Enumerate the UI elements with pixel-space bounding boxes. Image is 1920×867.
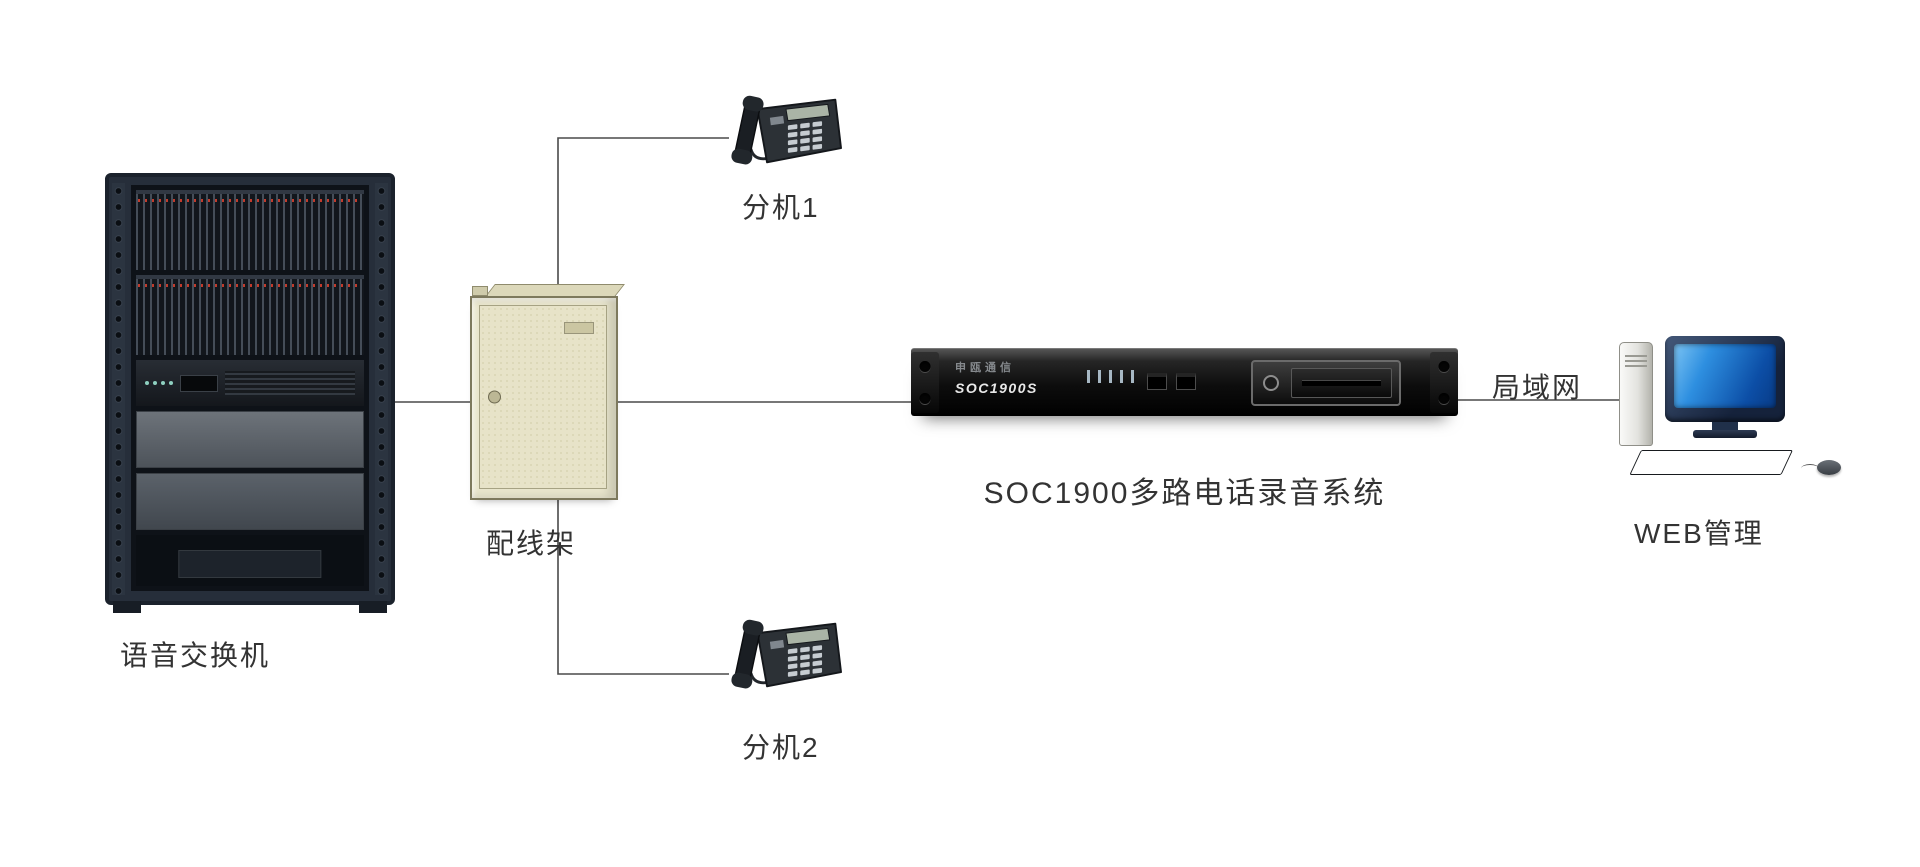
rack-foot-left: [113, 601, 141, 613]
cabinet-door: [479, 305, 607, 489]
drive-tray-lock: [1263, 375, 1279, 391]
rack-control-unit: [136, 360, 364, 406]
rack-card-shelf-2: [136, 275, 364, 355]
recorder-unit-graphic: 申瓯通信 SOC1900S: [911, 348, 1458, 416]
rack-bottom-bay: [136, 535, 364, 586]
recorder-brand-text: 申瓯通信: [955, 362, 1015, 374]
recorder-led-indicators: [1087, 370, 1134, 383]
link-patchpanel-extension2: [557, 500, 729, 675]
ethernet-port-icon: [1176, 373, 1196, 390]
rack-card-shelf-1: [136, 190, 364, 270]
monitor-stand: [1712, 422, 1738, 430]
extension2-phone-icon: [729, 618, 843, 692]
cabinet-lock: [488, 390, 501, 404]
rack-blank-panel-2: [136, 473, 364, 530]
pc-mouse: [1801, 460, 1841, 475]
recorder-mount-ear-left: [911, 352, 939, 413]
recorder-mount-ear-right: [1430, 352, 1458, 413]
link-patchpanel-extension1: [557, 137, 729, 284]
pc-tower: [1619, 342, 1653, 446]
rack-units: [131, 185, 369, 591]
rack-blank-panel-1: [136, 411, 364, 468]
web-admin-computer-graphic: [1619, 336, 1855, 488]
patch-panel-label: 配线架: [486, 528, 577, 559]
pc-monitor: [1665, 336, 1785, 438]
recorder-model-text: SOC1900S: [955, 380, 1038, 396]
rack-bottom-unit: [178, 550, 322, 578]
drive-tray-handle: [1291, 368, 1392, 398]
extension2-label: 分机2: [742, 732, 820, 763]
monitor-bezel: [1665, 336, 1785, 422]
lan-link-label: 局域网: [1492, 372, 1583, 403]
rack-foot-right: [359, 601, 387, 613]
pbx-rack-graphic: [105, 173, 395, 613]
pc-keyboard: [1629, 450, 1793, 475]
extension1-label: 分机1: [742, 192, 820, 223]
monitor-screen: [1674, 344, 1776, 408]
monitor-base: [1693, 430, 1757, 438]
rack-led-indicators: [145, 381, 173, 385]
rack-vents: [225, 371, 355, 395]
extension1-phone-icon: [729, 94, 843, 168]
pbx-label: 语音交换机: [120, 640, 271, 671]
recorder-drive-tray: [1251, 360, 1401, 406]
ethernet-port-icon: [1147, 373, 1167, 390]
rack-display: [180, 374, 218, 392]
patch-panel-graphic: [470, 284, 625, 500]
cabinet-hinge: [472, 286, 488, 296]
cabinet-label-sticker: [564, 322, 594, 334]
recorder-network-ports: [1147, 373, 1196, 390]
web-admin-label: WEB管理: [1634, 518, 1764, 549]
cabinet-front-face: [470, 296, 618, 500]
recorder-label: SOC1900多路电话录音系统: [983, 477, 1386, 510]
